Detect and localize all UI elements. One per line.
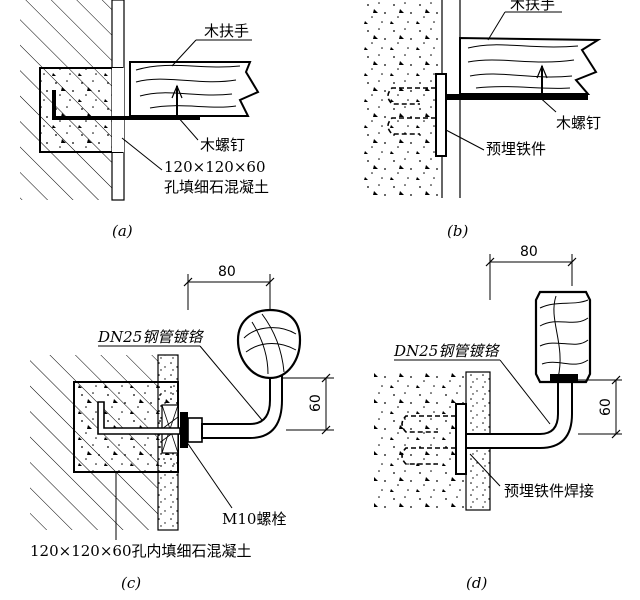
label-embed: 预埋铁件 xyxy=(486,140,546,158)
leader-hole xyxy=(121,137,163,171)
embed-plate xyxy=(455,403,467,475)
caption-b: (b) xyxy=(447,222,468,240)
handrail-block xyxy=(534,290,592,384)
leader-handrail xyxy=(487,11,506,41)
handrail-wood xyxy=(459,36,602,95)
leader-screw xyxy=(535,93,557,113)
label-screw: 木螺钉 xyxy=(556,114,601,132)
dim-height-label: 60 xyxy=(598,398,614,416)
panel-b: 木扶手 木螺钉 预埋铁件 (b) xyxy=(362,0,602,240)
saddle-plate xyxy=(550,374,578,382)
pocket-wall-mask xyxy=(112,68,124,152)
steel-pipe xyxy=(201,375,283,439)
leader-embed xyxy=(445,129,485,151)
label-hole-size: 120×120×60 xyxy=(164,158,265,176)
handrail-wood xyxy=(129,61,260,117)
anchor-rebar-top xyxy=(401,415,456,433)
anchor-rebar-bottom xyxy=(401,447,456,465)
flange xyxy=(187,417,203,443)
label-screw: 木螺钉 xyxy=(200,136,245,154)
leader-weld xyxy=(469,453,501,487)
leader-handrail xyxy=(171,39,197,67)
dim-width-label: 80 xyxy=(218,264,236,280)
embed-plate xyxy=(435,73,447,157)
panel-a: 木扶手 木螺钉 120×120×60 孔填细石混凝土 (a) xyxy=(20,0,269,240)
leader-bolt xyxy=(183,437,233,509)
label-bolt: M10螺栓 xyxy=(222,510,286,528)
label-hole-fill: 孔填细石混凝土 xyxy=(164,178,269,196)
dim-width-label: 80 xyxy=(520,244,538,260)
anchor-rebar-bottom xyxy=(387,117,436,135)
wood-grain xyxy=(243,313,297,375)
dim-height-label: 60 xyxy=(308,394,324,412)
anchor-rebar-top xyxy=(387,87,436,105)
label-handrail: 木扶手 xyxy=(204,22,249,40)
panel-c: 80 60 DN25钢管镀铬 M10螺栓 120×120×60孔内填细石混凝土 … xyxy=(30,264,334,592)
caption-d: (d) xyxy=(466,574,487,592)
wood-grain xyxy=(539,295,589,379)
steel-bracket xyxy=(446,94,588,100)
bolt-head xyxy=(180,412,188,448)
caption-a: (a) xyxy=(112,222,133,240)
caption-c: (c) xyxy=(121,574,141,592)
wall-concrete xyxy=(374,372,466,510)
leader-screw xyxy=(176,115,199,141)
wood-grain xyxy=(467,44,579,89)
label-pipe: DN25钢管镀铬 xyxy=(393,342,500,360)
wall-concrete xyxy=(362,0,442,198)
label-weld: 预埋铁件焊接 xyxy=(504,482,594,500)
label-pipe: DN25钢管镀铬 xyxy=(97,328,204,346)
label-handrail: 木扶手 xyxy=(510,0,555,13)
label-hole: 120×120×60孔内填细石混凝土 xyxy=(30,542,252,560)
panel-d: 80 60 DN25钢管镀铬 预埋铁件焊接 (d) xyxy=(374,244,622,592)
wood-grain xyxy=(135,64,241,109)
